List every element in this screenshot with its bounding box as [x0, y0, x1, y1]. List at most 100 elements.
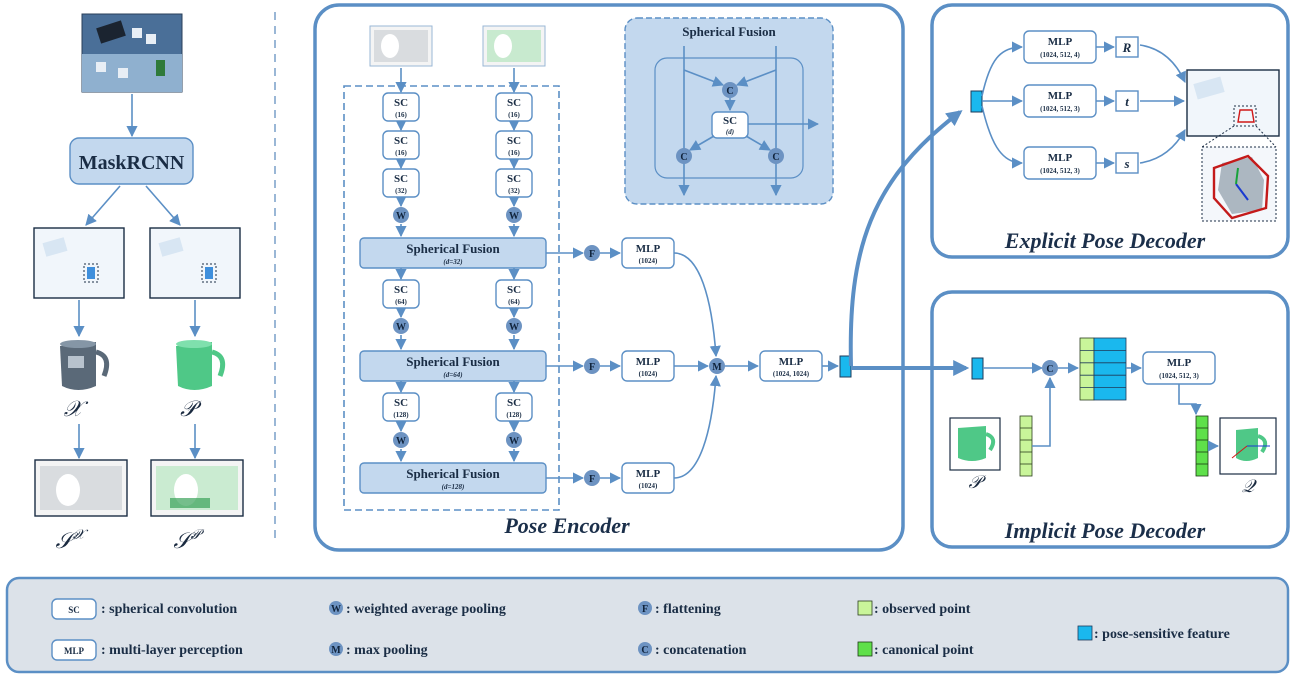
- svg-text:C: C: [641, 645, 648, 656]
- svg-text:s: s: [1123, 156, 1129, 171]
- sc-block-left-4: SC (64): [382, 279, 420, 309]
- pose-feature-implicit: [971, 357, 984, 380]
- mlp-final-block: MLP (1024, 1024): [759, 350, 823, 382]
- flatten-path-3: F MLP (1024): [546, 462, 675, 494]
- svg-text:: flattening: : flattening: [655, 602, 721, 617]
- svg-text:: multi-layer perception: : multi-layer perception: [101, 643, 243, 658]
- pose-bbox-zoom-image: [1201, 146, 1277, 222]
- svg-text:W: W: [509, 322, 519, 333]
- spherical-fusion-inset: Spherical Fusion C SC (d) C C: [624, 17, 834, 205]
- implicit-prior-mug-image: [949, 417, 1001, 471]
- svg-text:MLP: MLP: [636, 356, 661, 368]
- svg-text:(128): (128): [393, 411, 409, 419]
- svg-text:SC: SC: [723, 115, 737, 127]
- w-pool-right-2: W: [506, 318, 522, 334]
- explicit-mlp-rotation: MLP (1024, 512, 4) R: [1023, 30, 1139, 64]
- svg-text:C: C: [1046, 364, 1053, 375]
- svg-text:(1024): (1024): [639, 257, 658, 265]
- sc-block-right-2: SC (16): [495, 130, 533, 160]
- canonical-mug-image: [1219, 417, 1277, 475]
- implicit-observed-point-column: [1019, 415, 1033, 477]
- implicit-concat-feature-matrix: [1079, 337, 1127, 401]
- svg-text:C: C: [772, 152, 779, 163]
- explicit-mlp-scale: MLP (1024, 512, 3) s: [1023, 146, 1139, 180]
- svg-text:: spherical convolution: : spherical convolution: [101, 602, 237, 617]
- legend-item-f: F : flattening: [638, 601, 721, 617]
- svg-text:(32): (32): [508, 187, 520, 195]
- svg-text:W: W: [509, 211, 519, 222]
- implicit-decoder-title: Implicit Pose Decoder: [1004, 518, 1206, 543]
- svg-text:(128): (128): [506, 411, 522, 419]
- svg-text:(d=128): (d=128): [442, 483, 465, 491]
- svg-text:SC: SC: [394, 135, 408, 147]
- encoder-input-signals: [369, 25, 546, 67]
- svg-text:F: F: [589, 362, 595, 373]
- sc-block-right-1: SC (16): [495, 92, 533, 122]
- w-pool-right-3: W: [506, 432, 522, 448]
- svg-text:: max pooling: : max pooling: [346, 643, 428, 658]
- svg-text:(1024, 512, 3): (1024, 512, 3): [1159, 372, 1199, 380]
- svg-text:W: W: [509, 436, 519, 447]
- svg-text:MLP: MLP: [1048, 152, 1073, 164]
- svg-text:(64): (64): [508, 298, 520, 306]
- sc-block-left-1: SC (16): [382, 92, 420, 122]
- svg-text:: weighted average pooling: : weighted average pooling: [346, 602, 506, 617]
- svg-text:SC: SC: [394, 397, 408, 409]
- sc-block-left-2: SC (16): [382, 130, 420, 160]
- svg-text:(1024): (1024): [639, 482, 658, 490]
- legend-item-observed-point: : observed point: [857, 600, 971, 617]
- pose-feature-explicit: [970, 90, 983, 113]
- svg-text:Spherical Fusion: Spherical Fusion: [406, 354, 500, 369]
- w-pool-left-2: W: [393, 318, 409, 334]
- svg-text:F: F: [589, 474, 595, 485]
- svg-text:M: M: [331, 645, 341, 656]
- feature-arrow-to-explicit: [848, 110, 963, 367]
- legend-item-sc: SC : spherical convolution: [51, 598, 237, 620]
- maskrcnn-label: MaskRCNN: [79, 152, 185, 174]
- sc-block-right-3: SC (32): [495, 168, 533, 198]
- legend-panel: [5, 576, 1290, 674]
- svg-text:Spherical Fusion: Spherical Fusion: [406, 241, 500, 256]
- prior-mask-image: [149, 227, 241, 299]
- x-symbol: 𝒳: [64, 396, 89, 421]
- svg-text:SC: SC: [507, 284, 521, 296]
- rgb-scene-image: [81, 13, 183, 93]
- explicit-decoder-panel: [930, 3, 1290, 259]
- maskrcnn-box: [69, 137, 194, 185]
- svg-text:SC: SC: [507, 135, 521, 147]
- svg-text:(16): (16): [508, 149, 520, 157]
- svg-text:MLP: MLP: [1048, 90, 1073, 102]
- svg-text:M: M: [712, 362, 722, 373]
- svg-text:MLP: MLP: [1048, 36, 1073, 48]
- p-symbol: 𝒫: [180, 396, 202, 421]
- legend-item-m: M : max pooling: [329, 642, 428, 658]
- svg-text:C: C: [726, 86, 733, 97]
- svg-text:SC: SC: [507, 97, 521, 109]
- w-pool-left-1: W: [393, 207, 409, 223]
- svg-text:(d=64): (d=64): [443, 371, 462, 379]
- observed-spherical-signal: [34, 459, 128, 517]
- svg-text:MLP: MLP: [779, 356, 804, 368]
- svg-text:(16): (16): [395, 111, 407, 119]
- pose-encoder-title: Pose Encoder: [503, 513, 630, 538]
- svg-text:(1024, 512, 3): (1024, 512, 3): [1040, 105, 1080, 113]
- legend-item-c: C : concatenation: [638, 642, 747, 658]
- svg-text:MLP: MLP: [636, 243, 661, 255]
- legend-item-pose-feature: : pose-sensitive feature: [1077, 625, 1230, 642]
- sc-block-right-4: SC (64): [495, 279, 533, 309]
- svg-text:: concatenation: : concatenation: [655, 643, 747, 658]
- svg-text:: pose-sensitive feature: : pose-sensitive feature: [1094, 627, 1230, 642]
- svg-text:: observed point: : observed point: [874, 602, 971, 617]
- svg-text:MLP: MLP: [636, 468, 661, 480]
- svg-text:SC: SC: [394, 284, 408, 296]
- sc-block-right-5: SC (128): [495, 392, 533, 422]
- svg-text:F: F: [642, 604, 648, 615]
- svg-text:(16): (16): [395, 149, 407, 157]
- svg-text:W: W: [331, 604, 341, 615]
- implicit-mlp-block: MLP (1024, 512, 3): [1142, 351, 1216, 385]
- prior-mug-point-cloud: [176, 340, 226, 390]
- explicit-mlp-translation: MLP (1024, 512, 3) t: [1023, 84, 1139, 118]
- svg-text:SC: SC: [68, 605, 80, 615]
- svg-text:R: R: [1122, 40, 1132, 55]
